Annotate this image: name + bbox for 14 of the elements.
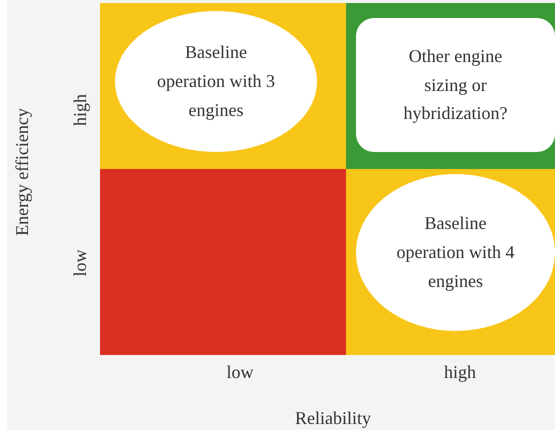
axis-label: low — [226, 363, 254, 381]
quadrant — [346, 3, 555, 169]
rounded-box — [356, 18, 555, 152]
quadrant — [346, 169, 555, 355]
node-text: Baseline operation with 3 engines — [156, 41, 276, 122]
node-text: Other engine sizing or hybridization? — [402, 44, 508, 126]
axis-label: high — [71, 94, 89, 126]
quadrant — [100, 3, 346, 169]
axis-label: Reliability — [295, 409, 371, 427]
axis-label: Energy efficiency — [13, 108, 31, 236]
axis-label: high — [444, 363, 476, 381]
node-text: Baseline operation with 4 engines — [396, 212, 516, 293]
quadrant — [100, 169, 346, 355]
axis-label: low — [71, 250, 89, 276]
